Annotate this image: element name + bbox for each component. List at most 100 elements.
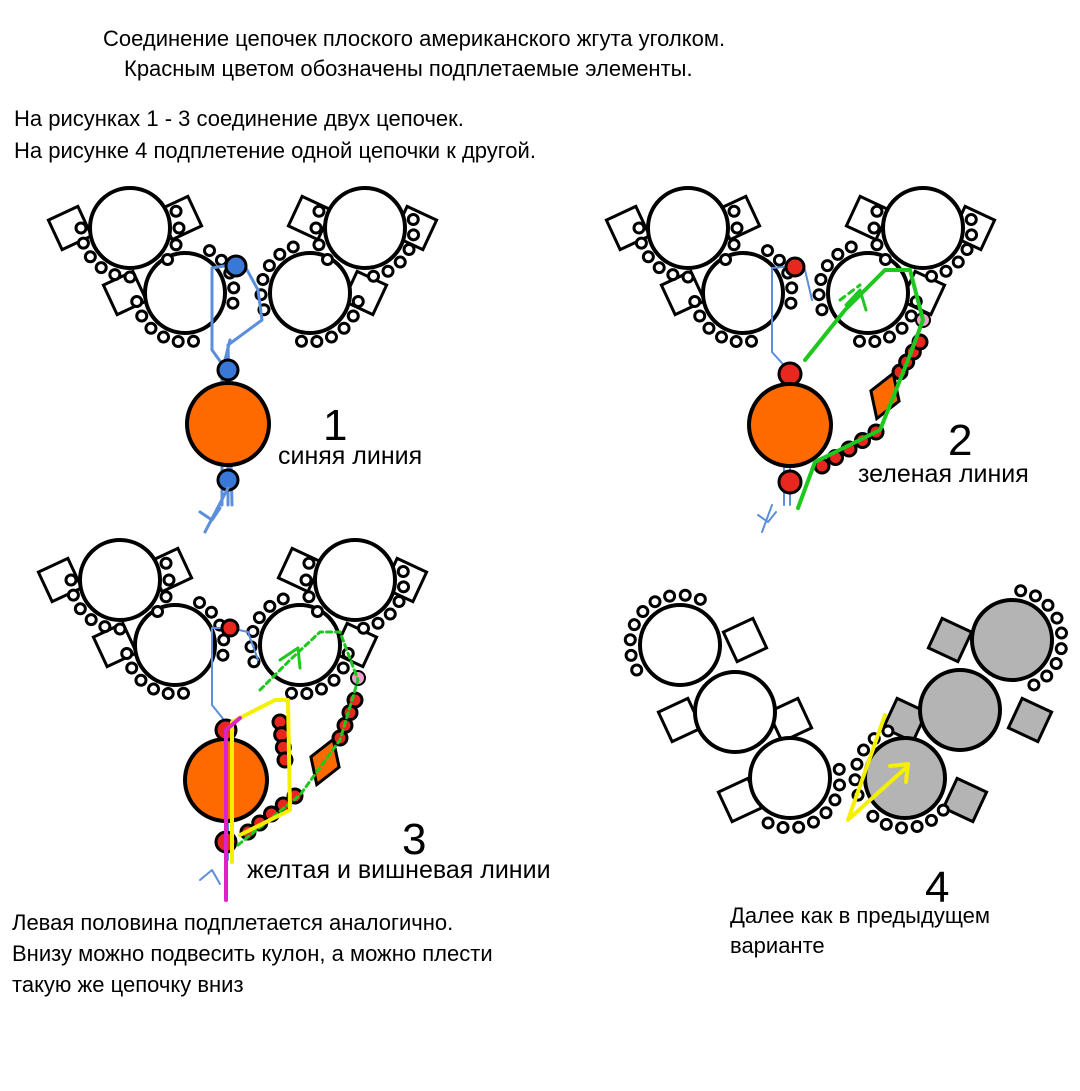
- seed-bead: [688, 295, 702, 309]
- seed-bead: [1014, 584, 1028, 598]
- seed-bead: [284, 686, 298, 700]
- seed-bead: [693, 592, 707, 606]
- round-bead: [701, 251, 785, 335]
- yellow-thread-line: [846, 713, 887, 822]
- pendant-bead: [185, 381, 271, 467]
- title-line-1: Соединение цепочек плоского американског…: [103, 26, 726, 51]
- seed-bead: [951, 255, 965, 269]
- seed-bead: [276, 592, 290, 606]
- seed-bead: [636, 605, 650, 619]
- seed-bead: [867, 221, 881, 235]
- seed-bead: [66, 588, 80, 602]
- seed-bead: [83, 250, 97, 264]
- seed-bead: [828, 793, 842, 807]
- seed-bead: [256, 272, 270, 286]
- round-bead: [323, 186, 407, 270]
- seed-bead: [832, 762, 846, 776]
- seed-bead: [227, 281, 241, 295]
- round-bead: [918, 668, 1002, 752]
- seed-bead: [761, 816, 775, 830]
- seed-bead: [159, 590, 173, 604]
- seed-bead: [286, 240, 300, 254]
- intro-line-2: На рисунке 4 подплетение одной цепочки к…: [14, 138, 536, 163]
- seed-bead: [784, 256, 806, 278]
- arrow-head: [198, 506, 222, 522]
- round-bead: [748, 736, 832, 820]
- seed-bead: [216, 648, 230, 662]
- seed-bead: [336, 661, 350, 675]
- seed-bead: [772, 253, 786, 267]
- seed-bead: [866, 809, 880, 823]
- round-bead: [258, 603, 342, 687]
- yellow-thread-line: [848, 764, 910, 820]
- round-bead: [881, 186, 965, 270]
- seed-bead: [833, 778, 847, 792]
- seed-bead: [324, 330, 338, 344]
- seed-bead: [252, 611, 266, 625]
- seed-bead: [870, 204, 884, 218]
- seed-bead: [819, 806, 833, 820]
- seed-bead: [381, 264, 395, 278]
- arrow-head: [199, 869, 221, 885]
- yellow-thread-line: [230, 698, 292, 864]
- seed-bead: [925, 269, 939, 283]
- seed-bead: [882, 330, 896, 344]
- seed-bead: [852, 334, 866, 348]
- seed-bead: [1040, 669, 1054, 683]
- seed-bead: [406, 212, 420, 226]
- arrow-head: [844, 288, 868, 312]
- seed-bead: [396, 564, 410, 578]
- seed-bead: [1054, 642, 1068, 656]
- seed-bead: [623, 633, 637, 647]
- footer-line-2: Внизу можно подвесить кулон, а можно пле…: [12, 941, 493, 966]
- figure-1-caption: синяя линия: [278, 442, 423, 470]
- round-bead: [826, 251, 910, 335]
- seed-bead: [730, 221, 744, 235]
- seed-bead: [910, 820, 924, 834]
- seed-bead: [273, 247, 287, 261]
- seed-bead: [848, 773, 862, 787]
- seed-bead: [402, 242, 416, 256]
- round-bead: [646, 186, 730, 270]
- seed-bead: [792, 820, 806, 834]
- seed-bead: [1049, 656, 1063, 670]
- seed-bead: [204, 605, 218, 619]
- seed-bead: [1041, 598, 1055, 612]
- seed-bead: [108, 268, 122, 282]
- seed-bead: [895, 321, 909, 335]
- seed-bead: [337, 321, 351, 335]
- seed-bead: [98, 620, 112, 634]
- seed-bead: [630, 663, 644, 677]
- arrow-head: [888, 762, 910, 784]
- seed-bead: [663, 589, 677, 603]
- intro-line-1: На рисунках 1 - 3 соединение двух цепоче…: [14, 106, 464, 131]
- seed-bead: [693, 309, 707, 323]
- seed-bead: [777, 469, 803, 495]
- seed-bead: [371, 616, 385, 630]
- seed-bead: [936, 803, 950, 817]
- seed-bead: [193, 596, 206, 610]
- seed-bead: [144, 321, 158, 335]
- seed-bead: [777, 361, 803, 387]
- round-bead: [970, 598, 1054, 682]
- seed-bead: [312, 238, 326, 252]
- figure-3-number: 3: [402, 815, 427, 864]
- footer-line-1: Левая половина подплетается аналогично.: [12, 910, 454, 935]
- seed-bead: [216, 358, 240, 382]
- seed-bead: [159, 556, 173, 570]
- seed-bead: [397, 580, 411, 594]
- seed-bead: [151, 604, 165, 618]
- seed-bead: [681, 270, 695, 284]
- seed-bead: [1055, 626, 1069, 640]
- figure-4-number: 4: [925, 863, 950, 912]
- seed-bead: [844, 240, 858, 254]
- seed-bead: [745, 334, 759, 348]
- seed-bead: [162, 573, 176, 587]
- seed-bead: [761, 244, 774, 258]
- seed-bead: [171, 335, 185, 349]
- seed-bead: [76, 236, 90, 250]
- seed-bead: [857, 743, 871, 757]
- seed-bead: [134, 673, 148, 687]
- blue-thread-line: [203, 486, 230, 534]
